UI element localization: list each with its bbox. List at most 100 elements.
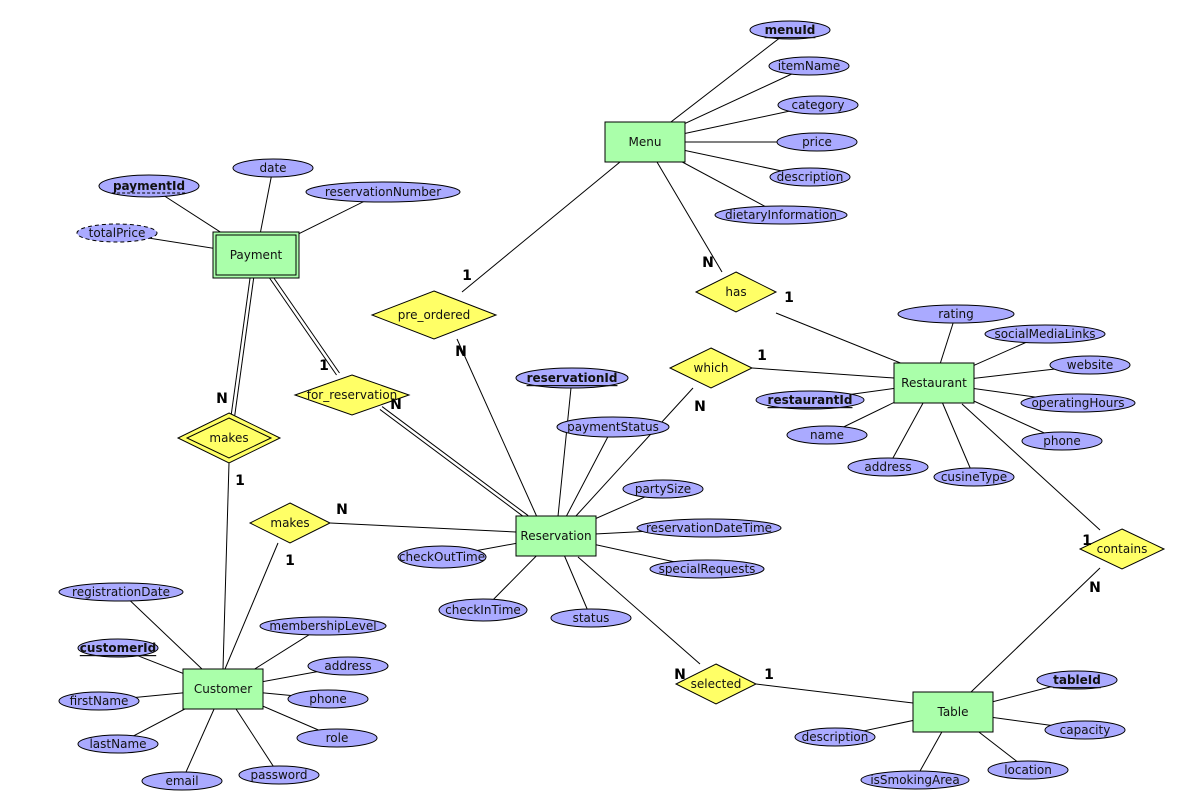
attribute-category[interactable]: category xyxy=(777,95,859,115)
attribute-name: operatingHours xyxy=(1031,396,1124,410)
entity-customer[interactable]: Customer xyxy=(182,668,264,710)
attribute-paymentStatus[interactable]: paymentStatus xyxy=(556,416,670,438)
relationship-which[interactable]: which xyxy=(668,347,754,389)
relationship-makes[interactable]: makes xyxy=(248,502,332,544)
attribute-location[interactable]: location xyxy=(987,760,1069,780)
attribute-checkOutTime[interactable]: checkOutTime xyxy=(397,545,487,569)
attribute-capacity[interactable]: capacity xyxy=(1044,720,1126,740)
attribute-customerId[interactable]: customerId xyxy=(77,638,159,658)
attribute-address[interactable]: address xyxy=(847,457,929,477)
cardinality-label: 1 xyxy=(319,358,329,374)
entity-table[interactable]: Table xyxy=(912,691,994,733)
attribute-date[interactable]: date xyxy=(232,158,314,178)
attribute-name: totalPrice xyxy=(89,226,146,240)
attribute-totalPrice[interactable]: totalPrice xyxy=(76,223,158,243)
attribute-ellipse xyxy=(58,582,184,602)
attribute-name: description xyxy=(777,170,844,184)
relationship-name: makes xyxy=(270,516,309,530)
entity-reservation[interactable]: Reservation xyxy=(515,515,597,557)
attribute-name[interactable]: name xyxy=(786,425,868,445)
attribute-name: capacity xyxy=(1060,723,1111,737)
relationship-for-reservation[interactable]: for_reservation xyxy=(293,374,411,416)
attribute-name: paymentId xyxy=(113,179,185,193)
attribute-name: socialMediaLinks xyxy=(994,327,1095,341)
relationship-connector xyxy=(381,406,529,516)
attribute-name: reservationDateTime xyxy=(646,521,772,535)
attribute-specialRequests[interactable]: specialRequests xyxy=(649,559,765,579)
attribute-address[interactable]: address xyxy=(307,656,389,676)
relationship-diamond xyxy=(370,290,498,340)
relationship-connector xyxy=(379,409,527,519)
entity-name: Payment xyxy=(230,248,283,262)
entity-name: Table xyxy=(936,705,968,719)
relationship-selected[interactable]: selected xyxy=(674,663,758,705)
attribute-ellipse xyxy=(232,158,314,178)
attribute-socialMediaLinks[interactable]: socialMediaLinks xyxy=(984,324,1106,344)
attribute-ellipse xyxy=(438,598,528,622)
attribute-price[interactable]: price xyxy=(776,132,858,152)
attribute-name: lastName xyxy=(89,737,146,751)
attribute-itemName[interactable]: itemName xyxy=(768,56,850,76)
attribute-tableId[interactable]: tableId xyxy=(1036,670,1118,690)
attribute-ellipse xyxy=(777,95,859,115)
attribute-description[interactable]: description xyxy=(769,167,851,187)
attribute-name: paymentStatus xyxy=(567,420,659,434)
attribute-cusineType[interactable]: cusineType xyxy=(933,467,1015,487)
attribute-name: firstName xyxy=(70,694,129,708)
cardinality-label: 1 xyxy=(757,348,767,364)
attribute-registrationDate[interactable]: registrationDate xyxy=(58,582,184,602)
cardinality-label: N xyxy=(1089,580,1101,596)
relationship-diamond xyxy=(248,502,332,544)
attribute-partySize[interactable]: partySize xyxy=(622,479,704,499)
attribute-phone[interactable]: phone xyxy=(287,689,369,709)
attribute-restaurantId[interactable]: restaurantId xyxy=(755,390,865,410)
attribute-description[interactable]: description xyxy=(794,727,876,747)
attribute-name: checkInTime xyxy=(445,603,521,617)
relationship-makes[interactable]: makes xyxy=(176,412,282,464)
attribute-ellipse xyxy=(98,174,200,198)
relationship-diamond xyxy=(185,417,273,459)
attribute-password[interactable]: password xyxy=(238,765,320,785)
relationship-connector xyxy=(751,367,895,379)
attribute-lastName[interactable]: lastName xyxy=(77,734,159,754)
attribute-paymentId[interactable]: paymentId xyxy=(98,174,200,198)
attribute-role[interactable]: role xyxy=(296,728,378,748)
attribute-ellipse xyxy=(305,181,461,203)
cardinality-label: N xyxy=(694,399,706,415)
attribute-website[interactable]: website xyxy=(1049,355,1131,375)
attribute-ellipse xyxy=(550,608,632,628)
attribute-dietaryInformation[interactable]: dietaryInformation xyxy=(714,205,848,225)
relationship-contains[interactable]: contains xyxy=(1078,528,1166,570)
attribute-name: website xyxy=(1067,358,1114,372)
attribute-email[interactable]: email xyxy=(141,771,223,791)
attribute-reservationNumber[interactable]: reservationNumber xyxy=(305,181,461,203)
relationship-connector xyxy=(272,275,340,374)
relationship-has[interactable]: has xyxy=(694,271,778,313)
attribute-name: menuId xyxy=(765,23,816,37)
attribute-isSmokingArea[interactable]: isSmokingArea xyxy=(860,770,970,790)
relationship-pre-ordered[interactable]: pre_ordered xyxy=(370,290,498,340)
attribute-operatingHours[interactable]: operatingHours xyxy=(1020,393,1136,413)
entity-menu[interactable]: Menu xyxy=(604,121,686,163)
attribute-ellipse xyxy=(259,616,387,636)
attribute-phone[interactable]: phone xyxy=(1021,431,1103,451)
attribute-name: price xyxy=(802,135,832,149)
attribute-firstName[interactable]: firstName xyxy=(58,691,140,711)
attribute-ellipse xyxy=(649,559,765,579)
attribute-status[interactable]: status xyxy=(550,608,632,628)
relationship-connector xyxy=(461,161,621,293)
entity-restaurant[interactable]: Restaurant xyxy=(893,362,975,404)
attribute-name: description xyxy=(802,730,869,744)
attribute-reservationId[interactable]: reservationId xyxy=(515,367,629,389)
attribute-ellipse xyxy=(556,416,670,438)
attribute-menuId[interactable]: menuId xyxy=(749,20,831,40)
attribute-reservationDateTime[interactable]: reservationDateTime xyxy=(636,518,782,538)
attribute-name: date xyxy=(259,161,286,175)
attribute-checkInTime[interactable]: checkInTime xyxy=(438,598,528,622)
entity-payment[interactable]: Payment xyxy=(212,231,300,279)
cardinality-label: N xyxy=(455,344,467,360)
attribute-rating[interactable]: rating xyxy=(897,304,1015,324)
entity-box xyxy=(893,362,975,404)
attribute-membershipLevel[interactable]: membershipLevel xyxy=(259,616,387,636)
attribute-ellipse xyxy=(76,223,158,243)
